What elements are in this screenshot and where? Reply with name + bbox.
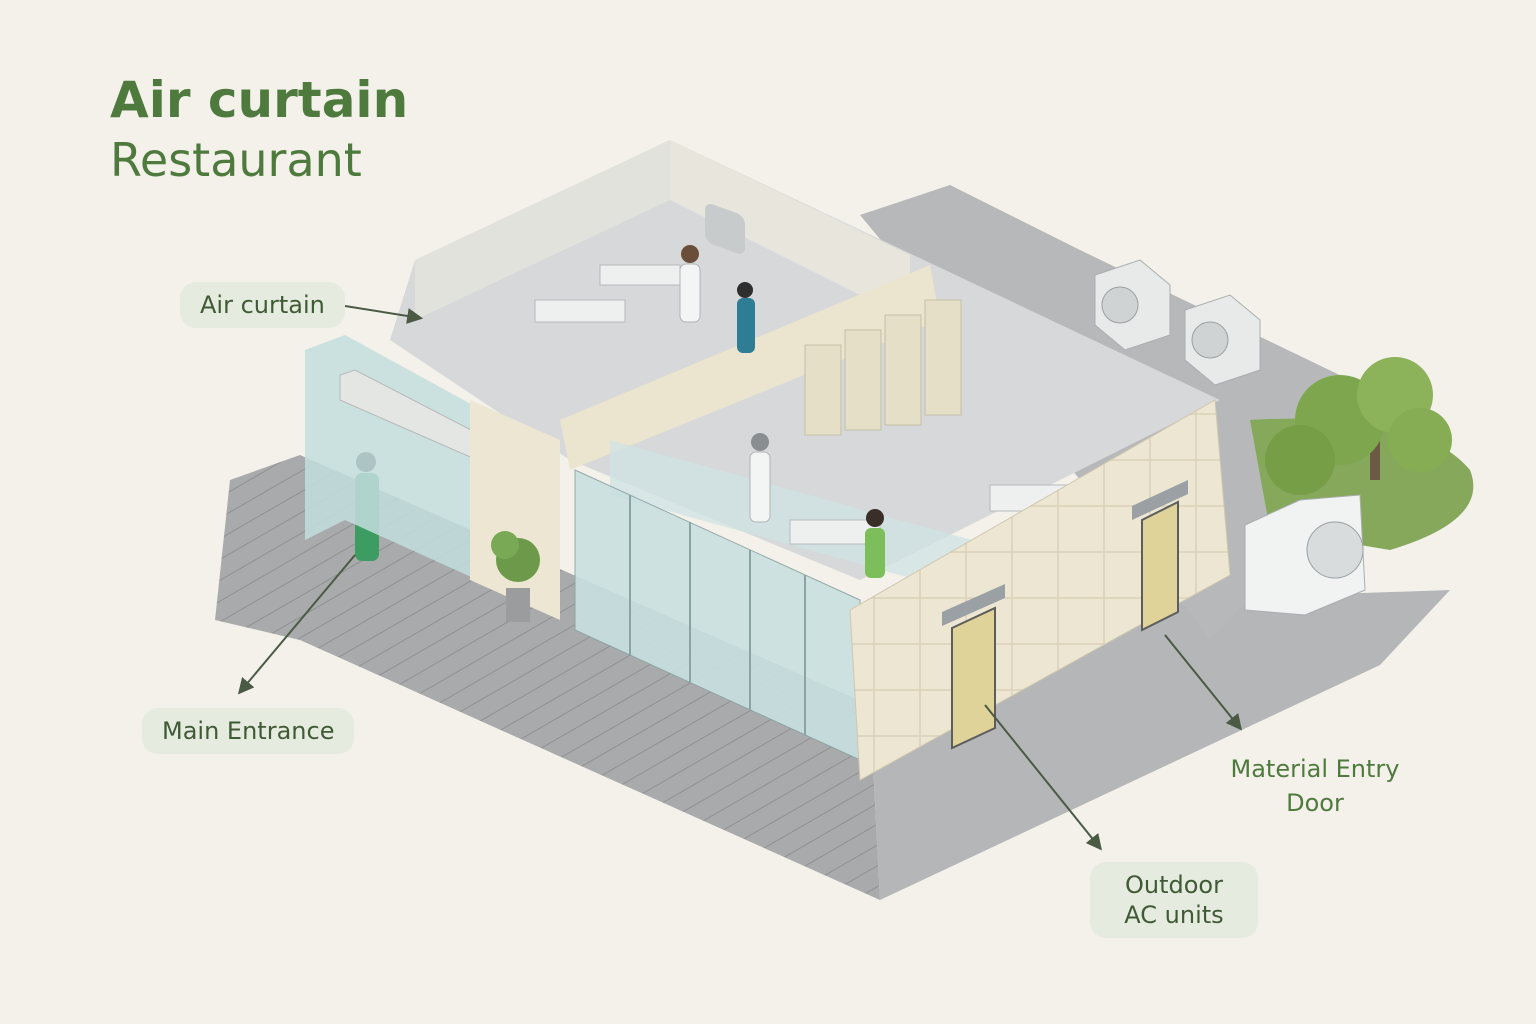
- arrow-icon: [1164, 634, 1243, 731]
- outdoor-ac-units-callout: Outdoor AC units: [1090, 862, 1258, 938]
- door-icon: [942, 480, 1188, 750]
- material-entry-door-label-line2: Door: [1286, 789, 1344, 817]
- material-entry-door-label: Material Entry Door: [1215, 752, 1415, 820]
- back-wall-right: [670, 140, 910, 320]
- front-tiled-wall: [849, 399, 1231, 781]
- arrow-icon: [984, 704, 1103, 851]
- plant-icon: [491, 531, 540, 622]
- page-subtitle: Restaurant: [110, 133, 362, 187]
- wall-ac-unit: [705, 203, 745, 254]
- tree-icon: [1265, 357, 1452, 495]
- outdoor-ac-units-line2: AC units: [1124, 901, 1224, 929]
- ac-unit-icon: [1094, 259, 1366, 616]
- outdoor-ac-units-line1: Outdoor: [1125, 871, 1223, 899]
- arrow-icon: [344, 305, 424, 324]
- main-entrance-callout: Main Entrance: [142, 708, 355, 754]
- back-wall-left: [415, 140, 670, 320]
- material-entry-door-label-line1: Material Entry: [1230, 755, 1400, 783]
- partition-wall-center: [560, 265, 940, 470]
- air-curtain-callout: Air curtain: [180, 282, 345, 328]
- ground-deck: [215, 455, 880, 900]
- storage-shelves: [804, 299, 962, 436]
- page-title: Air curtain: [110, 71, 409, 129]
- arrow-icon: [237, 554, 356, 695]
